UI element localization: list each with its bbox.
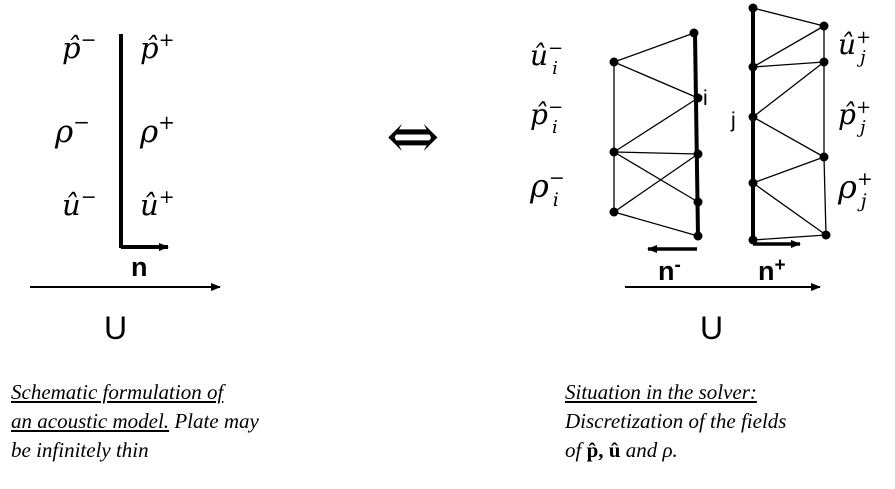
- p-j-plus-symbol: p̂+j: [838, 97, 871, 138]
- flow-label-right: U: [700, 310, 723, 346]
- u-minus-symbol: û−: [62, 186, 97, 222]
- left-caption-line-1: Schematic formulation of: [11, 380, 224, 404]
- mesh-node: [748, 178, 758, 188]
- mesh-node: [821, 230, 831, 240]
- mesh-node: [609, 147, 619, 157]
- mesh-node: [748, 112, 758, 122]
- right-mesh-strip: [752, 7, 827, 241]
- normal-label: n: [131, 252, 148, 282]
- mesh-node: [819, 21, 829, 31]
- mesh-node: [819, 152, 829, 162]
- mesh-node: [609, 207, 619, 217]
- mesh-node: [693, 93, 703, 103]
- p-minus-symbol: p̂−: [62, 29, 97, 65]
- rho-j-plus-symbol: ρ+j: [837, 168, 873, 212]
- mesh-node: [748, 62, 758, 72]
- left-caption-line-2: an acoustic model. Plate may: [11, 409, 259, 433]
- node-label-i: i: [703, 87, 708, 110]
- u-i-minus-symbol: û−i: [530, 38, 563, 79]
- mesh-node: [689, 28, 699, 38]
- equivalence-symbol: ⇔: [386, 100, 440, 174]
- mesh-node: [609, 57, 619, 67]
- right-caption: Situation in the solver: Discretization …: [565, 378, 885, 465]
- right-caption-line-3: of p̂, û and ρ.: [565, 438, 678, 462]
- u-plus-symbol: û+: [140, 186, 175, 222]
- solver-mesh: i j n- n+ U û−i p̂−i ρ−i û+j p̂+j ρ+j: [529, 3, 873, 346]
- right-caption-line-1: Situation in the solver:: [565, 380, 757, 404]
- node-label-j: j: [730, 109, 736, 132]
- rho-i-minus-symbol: ρ−i: [529, 167, 565, 211]
- p-i-minus-symbol: p̂−i: [530, 97, 563, 138]
- left-schematic: n U p̂− p̂+ ρ− ρ+ û− û+: [30, 29, 221, 346]
- left-caption-line-3: be infinitely thin: [11, 438, 149, 462]
- normal-minus-label: n-: [658, 255, 681, 286]
- rho-plus-symbol: ρ+: [139, 110, 175, 150]
- normal-plus-label: n+: [758, 255, 786, 286]
- mesh-node: [748, 3, 758, 13]
- mesh-node: [693, 197, 703, 207]
- left-caption: Schematic formulation of an acoustic mod…: [11, 378, 391, 465]
- mesh-node: [693, 149, 703, 159]
- u-j-plus-symbol: û+j: [838, 27, 871, 68]
- mesh-nodes: [609, 3, 831, 245]
- right-caption-line-2: Discretization of the fields: [565, 409, 787, 433]
- left-mesh-strip: [613, 32, 699, 237]
- rho-minus-symbol: ρ−: [54, 110, 90, 150]
- mesh-node: [819, 57, 829, 67]
- p-plus-symbol: p̂+: [140, 29, 175, 65]
- mesh-node: [693, 231, 703, 241]
- flow-label: U: [104, 310, 127, 346]
